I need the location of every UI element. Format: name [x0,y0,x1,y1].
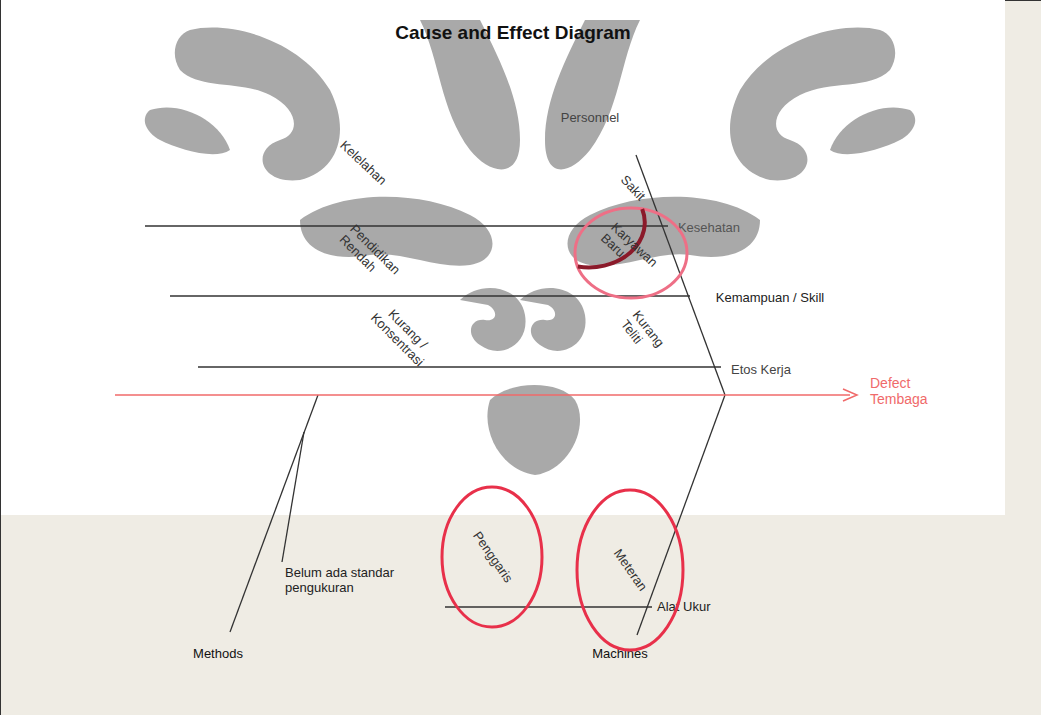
ellipse-shape [442,487,542,627]
sub-cause-label: Kelelahan [337,138,389,188]
highlight-ellipse: Meteran [575,488,685,652]
cause-label: Kemampuan / Skill [716,291,824,306]
effect-label: Defect Tembaga [870,375,950,407]
cause-label: Etos Kerja [731,363,791,378]
ellipse-shape [575,208,687,298]
sub-cause-label: Pendidikan Rendah [336,222,408,294]
cause-rib [282,432,304,562]
node-text: Karyawan Baru [597,220,664,285]
cause-label: Alat Ukur [657,600,710,615]
category-bone [230,395,318,632]
cause-rib [145,225,668,226]
cause-label: Belum ada standar pengukuran [285,566,425,596]
watermark-logo [145,20,915,475]
spine-arrow [115,394,850,396]
diagram-title: Cause and Effect Diagram [395,22,630,44]
arrow-head [843,389,857,401]
frame-line [0,0,1,715]
highlight-ellipse: Penggaris [440,485,544,629]
node-text: Penggaris [469,529,515,586]
frame-line [1005,0,1041,1]
highlight-circle: Karyawan Baru [573,206,689,300]
ellipse-shape [577,490,683,650]
cause-rib [445,606,652,607]
sub-cause-label: Kurang / Konsentrasi [363,296,441,374]
category-label: Personnel [561,111,620,126]
cause-rib [198,366,721,367]
cause-label: Kesehatan [678,221,740,236]
white-panel [0,0,1005,515]
sub-cause-label: Kurang Teliti [617,308,673,367]
category-label: Methods [193,647,243,662]
node-text: Meteran [610,546,650,594]
sub-cause-label: Sakit [617,172,648,203]
